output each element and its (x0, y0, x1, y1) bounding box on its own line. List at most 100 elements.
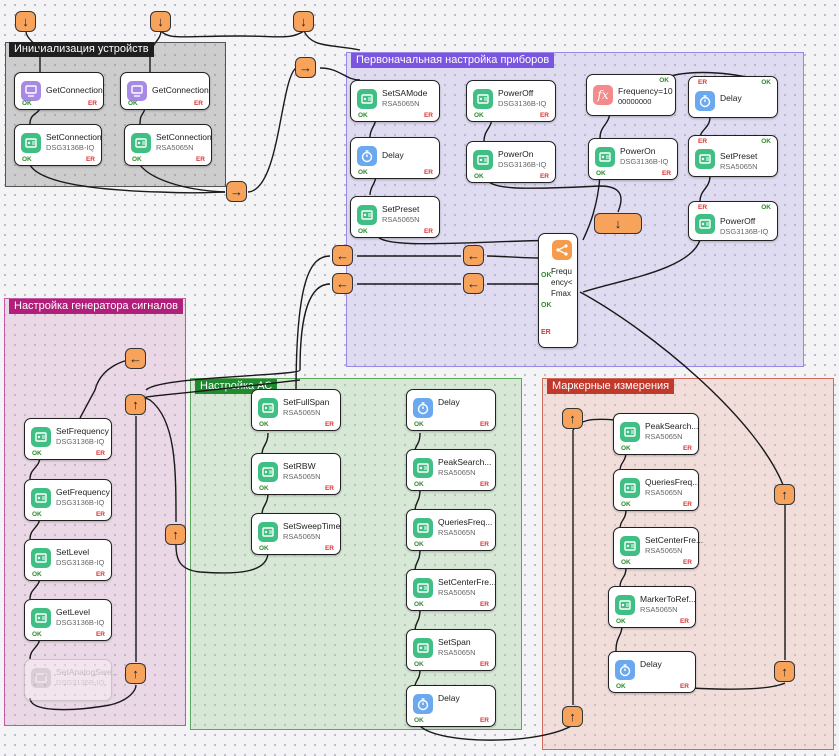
ok-port[interactable]: OK (128, 100, 138, 107)
ok-port[interactable]: OK (541, 302, 552, 309)
error-port[interactable]: ER (479, 421, 489, 428)
node-marker-to-ref[interactable]: MarkerToRef... RSA5065N OK ER (608, 586, 696, 628)
flow-arrow-down-button[interactable]: ↓ (594, 213, 642, 234)
error-port[interactable]: ER (682, 445, 692, 452)
error-port[interactable]: ER (195, 156, 205, 163)
node-delay[interactable]: Delay OK ER (608, 651, 696, 693)
ok-port[interactable]: OK (761, 79, 771, 86)
ok-port[interactable]: OK (761, 138, 771, 145)
ok-port[interactable]: OK (414, 481, 424, 488)
node-set-center-frequency[interactable]: SetCenterFre... RSA5065N OK ER (406, 569, 496, 611)
node-formula[interactable]: OK fx Frequency=10 00000000 (586, 74, 676, 116)
node-condition[interactable]: Frequ ency< Fmax OK OK ER (538, 233, 578, 348)
node-set-rbw[interactable]: SetRBW RSA5065N OK ER (251, 453, 341, 495)
node-delay[interactable]: Delay OK ER (350, 137, 440, 179)
flow-arrow-left-button[interactable]: ← (463, 273, 484, 294)
node-delay[interactable]: ER OK Delay (688, 76, 778, 118)
error-port[interactable]: ER (682, 559, 692, 566)
node-set-connection[interactable]: SetConnection RSA5065N OK ER (124, 124, 212, 166)
error-port[interactable]: ER (423, 228, 433, 235)
error-port[interactable]: ER (698, 79, 708, 86)
node-set-sweep-time[interactable]: SetSweepTime RSA5065N OK ER (251, 513, 341, 555)
node-get-frequency[interactable]: GetFrequency DSG3136B-IQ OK ER (24, 479, 112, 521)
ok-port[interactable]: OK (621, 559, 631, 566)
ok-port[interactable]: OK (414, 661, 424, 668)
error-port[interactable]: ER (479, 541, 489, 548)
ok-port[interactable]: OK (32, 450, 42, 457)
ok-port[interactable]: OK (358, 228, 368, 235)
error-port[interactable]: ER (539, 112, 549, 119)
error-port[interactable]: ER (193, 100, 203, 107)
error-port[interactable]: ER (87, 100, 97, 107)
flow-arrow-up-button[interactable]: ↑ (774, 484, 795, 505)
error-port[interactable]: ER (479, 481, 489, 488)
ok-port[interactable]: OK (414, 541, 424, 548)
ok-port[interactable]: OK (32, 511, 42, 518)
error-port[interactable]: ER (423, 112, 433, 119)
error-port[interactable]: ER (479, 661, 489, 668)
node-get-connection[interactable]: GetConnection OK ER (14, 72, 104, 110)
ok-port[interactable]: OK (596, 170, 606, 177)
ok-port[interactable]: OK (621, 501, 631, 508)
node-set-preset[interactable]: SetPreset RSA5065N OK ER (350, 196, 440, 238)
ok-port[interactable]: OK (259, 421, 269, 428)
ok-port[interactable]: OK (22, 156, 32, 163)
node-peak-search[interactable]: PeakSearch... RSA5065N OK ER (613, 413, 699, 455)
ok-port[interactable]: OK (616, 618, 626, 625)
flow-arrow-left-button[interactable]: ← (332, 273, 353, 294)
node-delay[interactable]: Delay OK ER (406, 685, 496, 727)
ok-port[interactable]: OK (414, 421, 424, 428)
node-set-center-frequency[interactable]: SetCenterFre... RSA5065N OK ER (613, 527, 703, 569)
error-port[interactable]: ER (85, 156, 95, 163)
ok-port[interactable]: OK (474, 173, 484, 180)
flow-arrow-down-button[interactable]: ↓ (293, 11, 314, 32)
flow-arrow-up-button[interactable]: ↑ (562, 706, 583, 727)
flow-arrow-down-button[interactable]: ↓ (150, 11, 171, 32)
error-port[interactable]: ER (95, 511, 105, 518)
flow-arrow-left-button[interactable]: ← (125, 348, 146, 369)
ok-port[interactable]: OK (22, 100, 32, 107)
node-queries-frequency[interactable]: QueriesFreq... RSA5065N OK ER (613, 469, 699, 511)
ok-port[interactable]: OK (32, 571, 42, 578)
error-port[interactable]: ER (479, 601, 489, 608)
ok-port[interactable]: OK (358, 112, 368, 119)
node-set-analog-sweep-disabled[interactable]: SetAnalogSwe... DSG3136B-IQ (24, 659, 119, 701)
flow-arrow-right-button[interactable]: → (295, 57, 316, 78)
ok-port[interactable]: OK (621, 445, 631, 452)
node-get-level[interactable]: GetLevel DSG3136B-IQ OK ER (24, 599, 112, 641)
ok-port[interactable]: OK (414, 717, 424, 724)
ok-port[interactable]: OK (414, 601, 424, 608)
ok-port[interactable]: OK (132, 156, 142, 163)
error-port[interactable]: ER (679, 683, 689, 690)
error-port[interactable]: ER (324, 545, 334, 552)
error-port[interactable]: ER (698, 138, 708, 145)
flow-arrow-up-button[interactable]: ↑ (125, 663, 146, 684)
ok-port[interactable]: OK (32, 631, 42, 638)
node-power-on[interactable]: PowerOn DSG3136B-IQ OK ER (466, 141, 556, 183)
ok-port[interactable]: OK (474, 112, 484, 119)
error-port[interactable]: ER (539, 173, 549, 180)
flow-arrow-up-button[interactable]: ↑ (165, 524, 186, 545)
node-set-connection[interactable]: SetConnection DSG3136B-IQ OK ER (14, 124, 102, 166)
error-port[interactable]: ER (95, 571, 105, 578)
error-port[interactable]: ER (479, 717, 489, 724)
error-port[interactable]: ER (661, 170, 671, 177)
node-get-connection[interactable]: GetConnection OK ER (120, 72, 210, 110)
error-port[interactable]: ER (95, 631, 105, 638)
error-port[interactable]: ER (541, 329, 551, 336)
ok-port[interactable]: OK (761, 204, 771, 211)
node-set-sa-mode[interactable]: SetSAMode RSA5065N OK ER (350, 80, 440, 122)
flow-arrow-up-button[interactable]: ↑ (562, 408, 583, 429)
node-power-off[interactable]: PowerOff DSG3136B-IQ OK ER (466, 80, 556, 122)
ok-port[interactable]: OK (659, 77, 669, 84)
flow-arrow-up-button[interactable]: ↑ (125, 394, 146, 415)
error-port[interactable]: ER (679, 618, 689, 625)
node-queries-frequency[interactable]: QueriesFreq... RSA5065N OK ER (406, 509, 496, 551)
node-set-frequency[interactable]: SetFrequency DSG3136B-IQ OK ER (24, 418, 112, 460)
node-set-span[interactable]: SetSpan RSA5065N OK ER (406, 629, 496, 671)
flow-arrow-left-button[interactable]: ← (332, 245, 353, 266)
error-port[interactable]: ER (698, 204, 708, 211)
error-port[interactable]: ER (423, 169, 433, 176)
ok-port[interactable]: OK (541, 272, 552, 279)
node-power-off[interactable]: ER OK PowerOff DSG3136B-IQ (688, 201, 778, 241)
